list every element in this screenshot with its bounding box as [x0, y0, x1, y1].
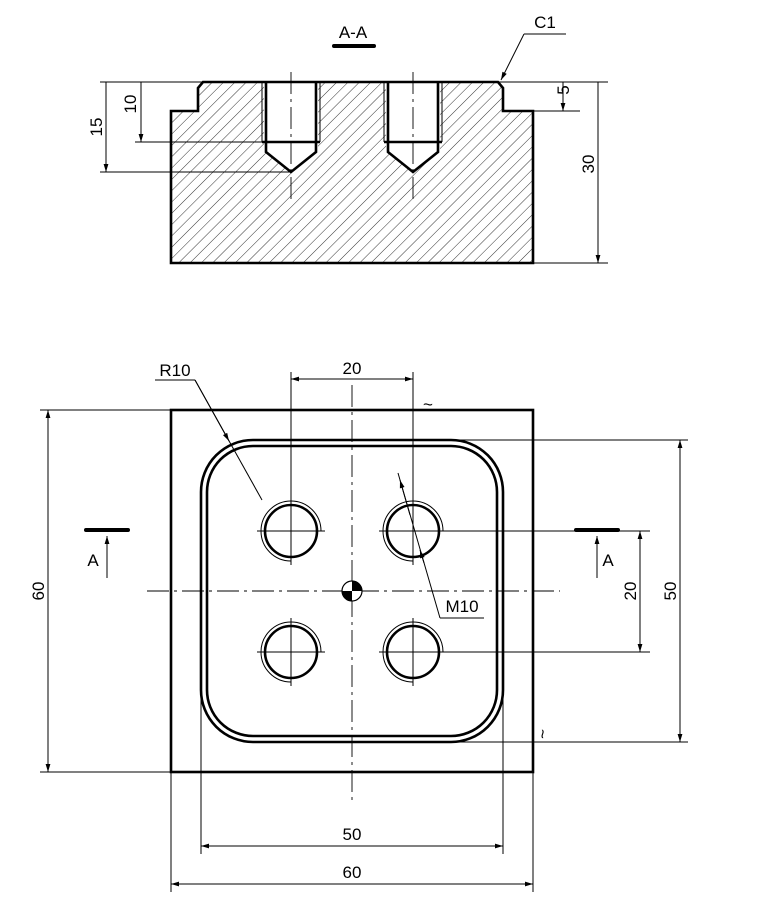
- hole-top-right: [379, 372, 650, 565]
- hole-top-left: [257, 497, 325, 565]
- chamfer-leader: C1: [500, 13, 566, 81]
- svg-text:C1: C1: [534, 13, 556, 32]
- plan-view: 20 R10 M10 60 50 20: [29, 359, 688, 892]
- dim-boss-height: 50: [460, 439, 688, 743]
- svg-text:50: 50: [661, 582, 680, 601]
- svg-text:30: 30: [579, 155, 598, 174]
- radius-leader: R10: [155, 361, 263, 501]
- svg-text:60: 60: [343, 863, 362, 882]
- center-of-gravity-icon: [341, 580, 363, 602]
- dim-total-height: 30: [533, 82, 608, 264]
- tilde-top: ~: [423, 395, 433, 414]
- dim-outer-width: 60: [170, 772, 534, 892]
- svg-text:A: A: [87, 551, 99, 570]
- hole-bottom-left: [257, 618, 325, 686]
- svg-text:5: 5: [554, 85, 573, 94]
- svg-text:20: 20: [343, 359, 362, 378]
- dim-hole-spacing-x: 20: [291, 359, 413, 382]
- dim-thread-depth: 10: [121, 82, 266, 143]
- threaded-hole-right-section: [383, 72, 443, 200]
- dim-boss-width: 50: [200, 600, 504, 854]
- svg-text:A: A: [602, 551, 614, 570]
- svg-text:15: 15: [87, 118, 106, 137]
- section-mark-left: A: [84, 528, 130, 578]
- section-view: A-A 15 10: [87, 13, 608, 265]
- dim-drill-depth: 15: [87, 81, 291, 173]
- hole-bottom-right: [379, 618, 650, 686]
- section-title: A-A: [339, 23, 368, 42]
- section-mark-right: A: [574, 528, 620, 578]
- dim-outer-height: 60: [29, 409, 171, 773]
- thread-leader: M10: [397, 472, 484, 619]
- svg-text:10: 10: [121, 95, 140, 114]
- threaded-holes-plan: [257, 372, 650, 686]
- svg-text:M10: M10: [445, 597, 478, 616]
- dim-hole-spacing-y: 20: [621, 531, 643, 652]
- svg-text:50: 50: [343, 825, 362, 844]
- dim-step-height: 5: [533, 82, 580, 112]
- svg-text:20: 20: [621, 582, 640, 601]
- svg-text:60: 60: [29, 582, 48, 601]
- tilde-right: ~: [533, 729, 552, 739]
- svg-text:R10: R10: [159, 361, 190, 380]
